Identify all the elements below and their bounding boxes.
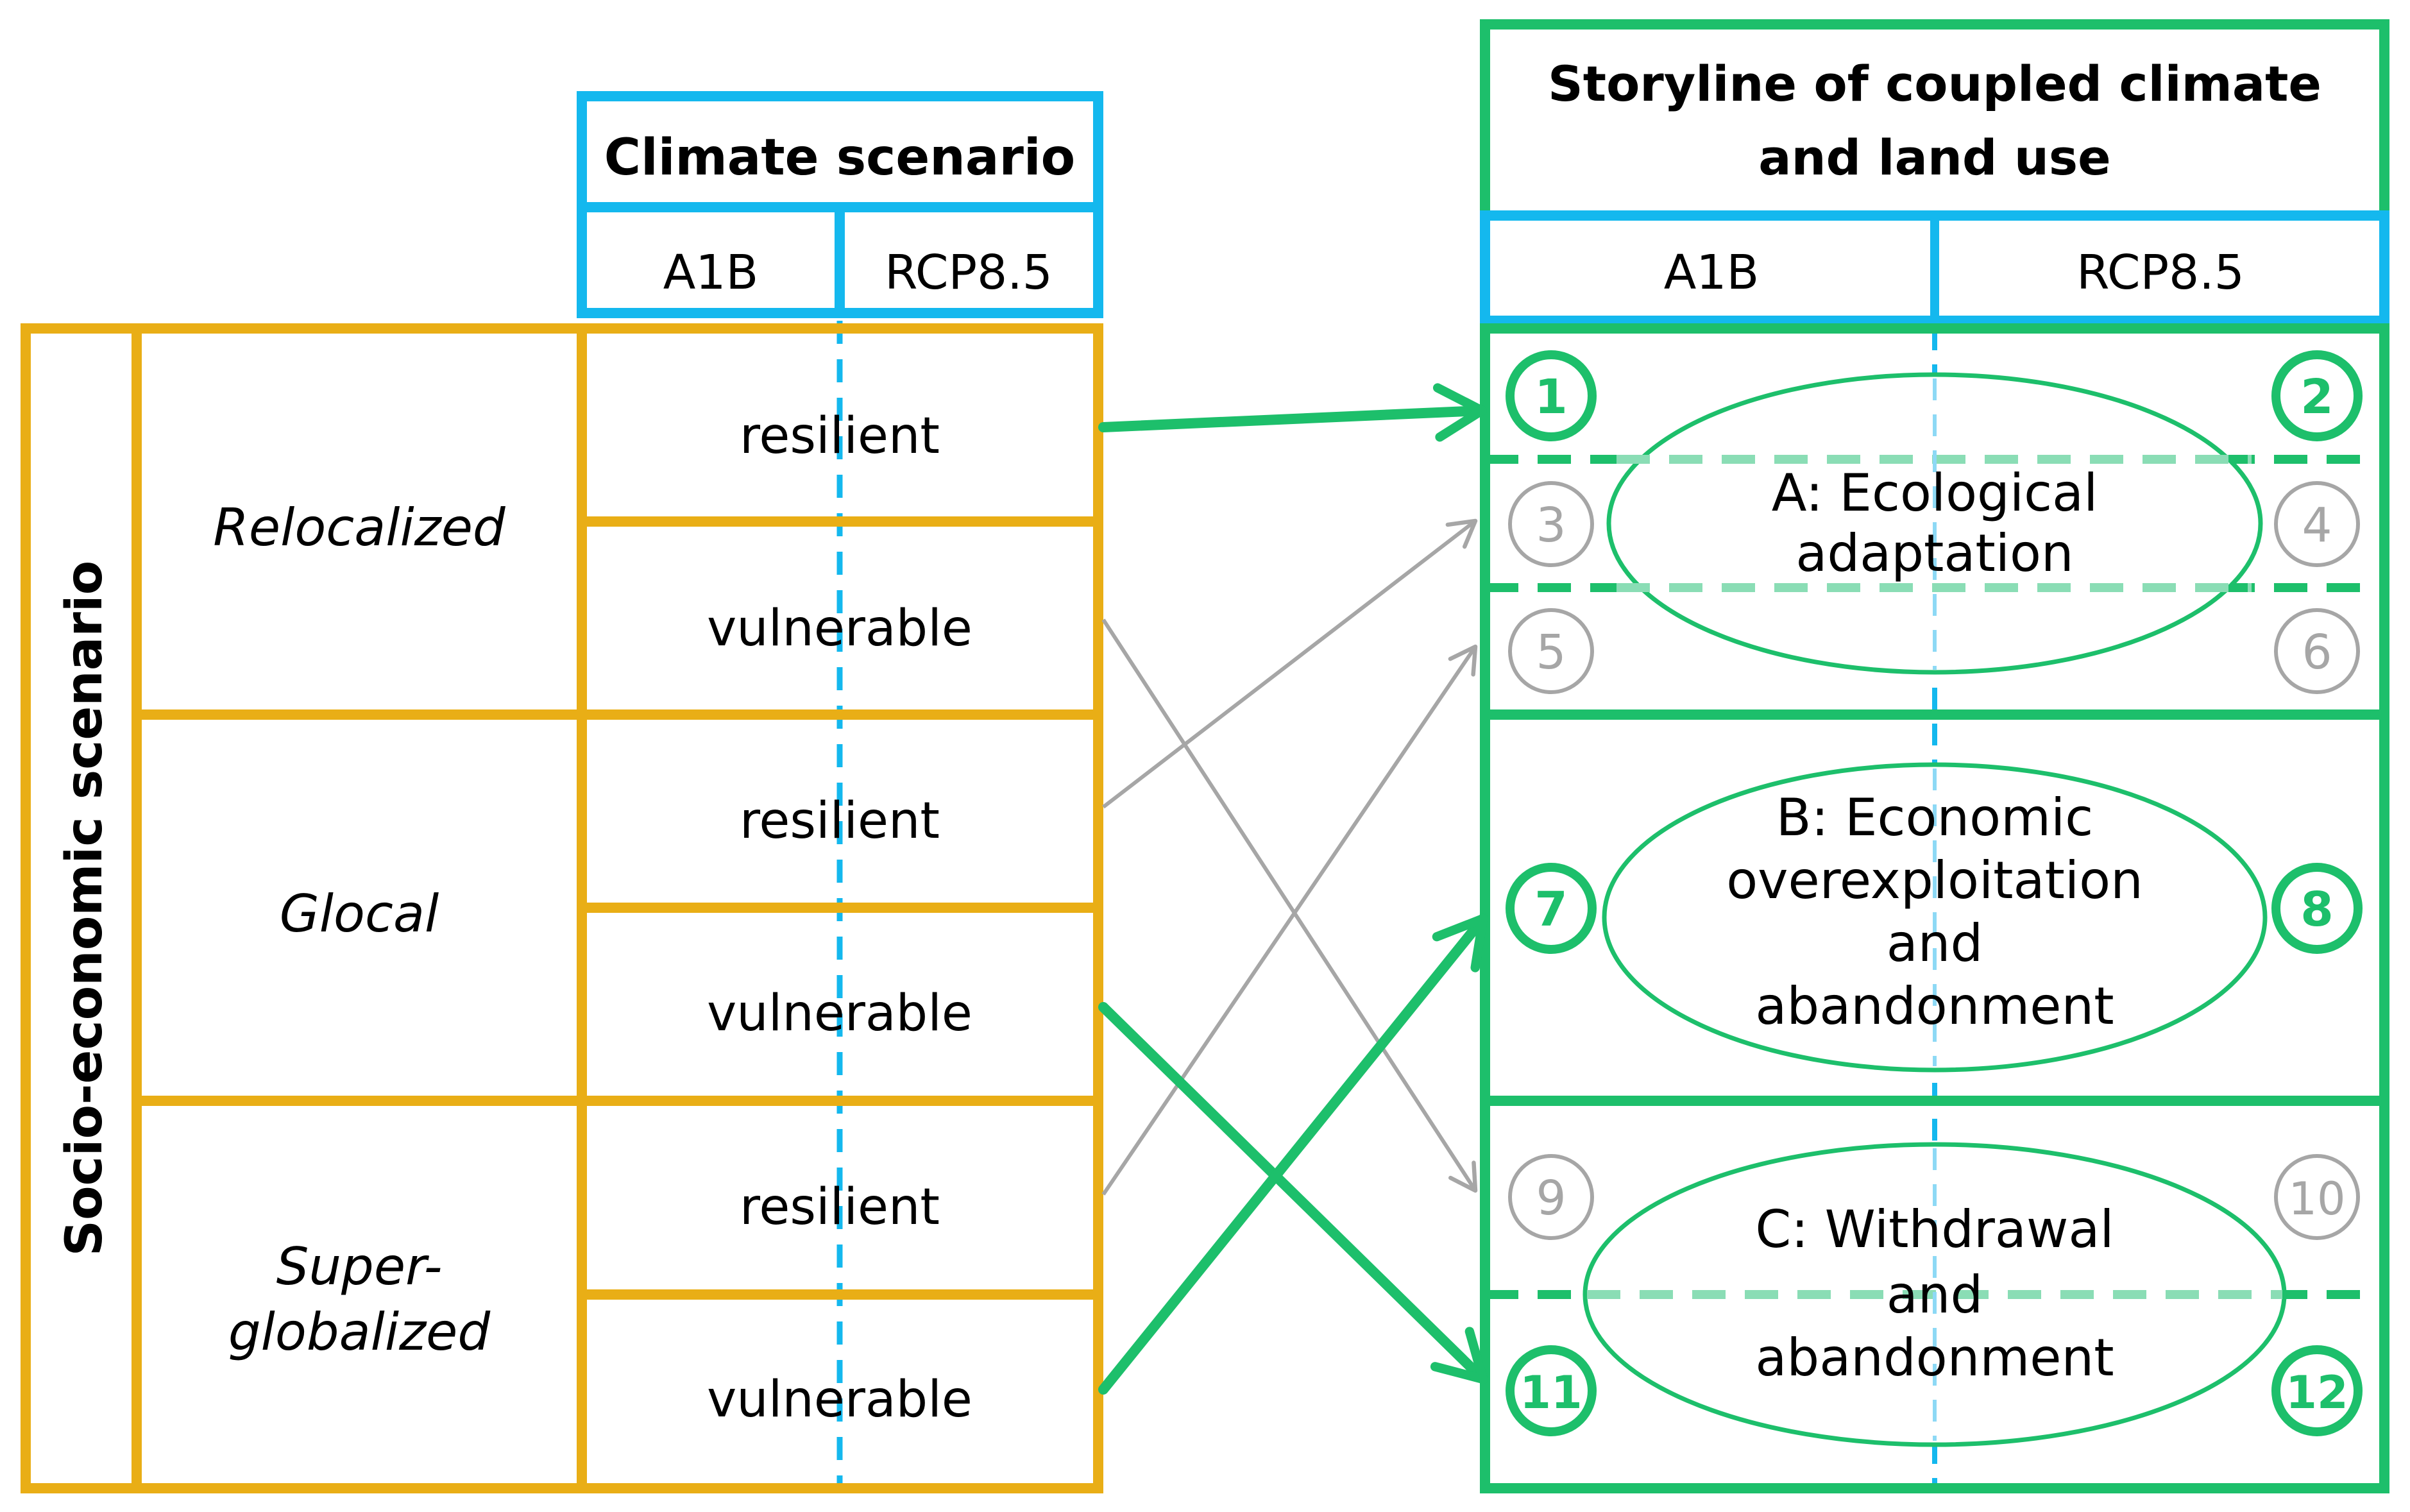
number-circle-2 <box>2271 350 2363 441</box>
number-10: 10 <box>2288 1173 2345 1225</box>
number-circle-8 <box>2271 863 2363 954</box>
arrow-relocalized-vulnerable-to-9 <box>1101 618 1478 1193</box>
number-circle-4 <box>2274 481 2360 567</box>
row-superglobalized-vulnerable: vulnerable <box>707 1371 972 1429</box>
climate-scenario-title: Climate scenario <box>604 129 1076 187</box>
number-2: 2 <box>2300 370 2334 425</box>
story-c-line2: and <box>1887 1265 1983 1325</box>
group-super-globalized-line1: Super- <box>276 1237 443 1296</box>
number-8: 8 <box>2300 882 2334 937</box>
storyline-title-frame <box>1480 19 2389 221</box>
arrow-superglobalized-vulnerable-to-7 <box>1098 913 1488 1395</box>
story-a-line2: adaptation <box>1795 523 2073 583</box>
group-glocal: Glocal <box>280 884 439 944</box>
group-super-globalized-line2: globalized <box>228 1302 491 1362</box>
row-glocal-resilient: resilient <box>740 792 940 850</box>
number-7: 7 <box>1534 882 1568 937</box>
socio-economic-title: Socio-economic scenario <box>56 561 114 1256</box>
story-c-line3: abandonment <box>1755 1328 2114 1388</box>
climate-scenario-header: Climate scenario A1B RCP8.5 <box>577 91 1103 318</box>
story-c-line1: C: Withdrawal <box>1755 1200 2114 1259</box>
number-12: 12 <box>2286 1366 2348 1419</box>
number-circle-1 <box>1506 350 1597 441</box>
story-b-line2: overexploitation <box>1726 851 2143 910</box>
row-superglobalized-resilient: resilient <box>740 1178 940 1236</box>
number-circle-3 <box>1508 481 1594 567</box>
number-circle-6 <box>2274 608 2360 694</box>
story-b-line1: B: Economic <box>1776 788 2094 847</box>
number-circle-11 <box>1506 1345 1597 1436</box>
number-6: 6 <box>2302 625 2332 680</box>
row-relocalized-resilient: resilient <box>740 407 940 465</box>
socio-economic-table: Socio-economic scenario Relocalized Gloc… <box>21 321 1103 1493</box>
number-5: 5 <box>1536 625 1566 680</box>
climate-col-a1b: A1B <box>663 245 758 300</box>
story-a-line1: A: Ecological <box>1772 463 2098 523</box>
storyline-title-line1: Storyline of coupled climate <box>1548 55 2321 112</box>
number-4: 4 <box>2302 498 2332 553</box>
number-circle-9 <box>1508 1154 1594 1240</box>
row-glocal-vulnerable: vulnerable <box>707 985 972 1042</box>
number-circle-12 <box>2271 1345 2363 1436</box>
mapping-arrows <box>1098 383 1488 1395</box>
arrow-glocal-resilient-to-3 <box>1102 518 1478 809</box>
storyline-panel: Storyline of coupled climate and land us… <box>1480 19 2389 1493</box>
number-1: 1 <box>1534 370 1568 425</box>
storyline-frame <box>1480 323 2389 1493</box>
arrow-relocalized-resilient-to-1 <box>1098 383 1487 442</box>
storyline-col-a1b: A1B <box>1664 245 1759 300</box>
number-9: 9 <box>1536 1171 1566 1226</box>
number-circle-10 <box>2274 1154 2360 1240</box>
number-circle-7 <box>1506 863 1597 954</box>
number-11: 11 <box>1520 1366 1582 1419</box>
storyline-title-line2: and land use <box>1758 129 2110 186</box>
row-relocalized-vulnerable: vulnerable <box>707 600 972 658</box>
number-circles: 1 2 3 4 5 6 7 8 9 10 11 12 <box>1506 350 2363 1436</box>
number-circle-5 <box>1508 608 1594 694</box>
number-3: 3 <box>1536 498 1566 553</box>
group-relocalized: Relocalized <box>213 498 506 557</box>
arrow-glocal-vulnerable-to-11 <box>1098 1002 1488 1384</box>
story-b-line3: and <box>1887 913 1983 973</box>
storyline-col-rcp85: RCP8.5 <box>2076 245 2245 300</box>
arrow-superglobalized-resilient-to-5 <box>1101 644 1478 1196</box>
story-b-line4: abandonment <box>1755 976 2114 1036</box>
climate-col-rcp85: RCP8.5 <box>885 245 1053 300</box>
